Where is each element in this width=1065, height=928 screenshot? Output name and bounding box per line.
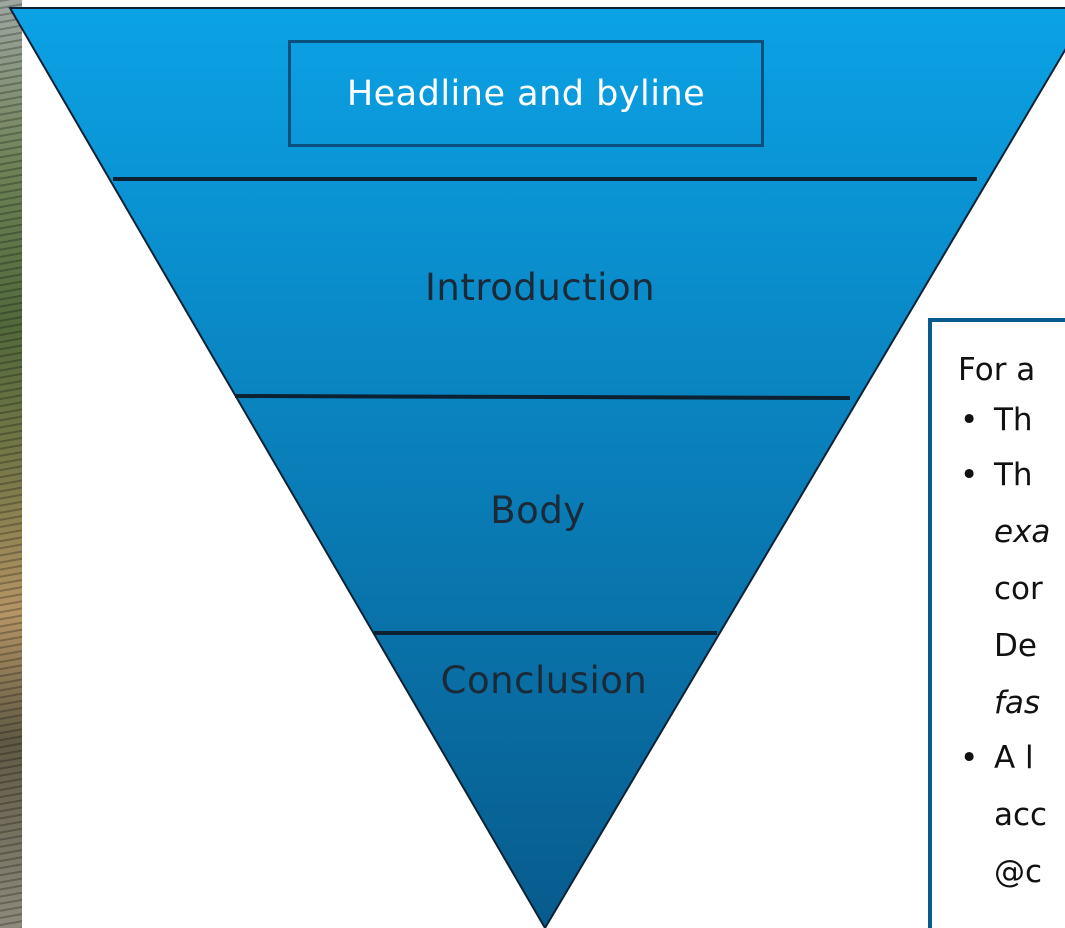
bullet-3-line-3: @c xyxy=(994,854,1043,890)
headline-byline-box: Headline and byline xyxy=(288,40,764,147)
conclusion-label: Conclusion xyxy=(440,659,648,702)
bullet-marker-2: • xyxy=(960,457,979,493)
headline-byline-label: Headline and byline xyxy=(346,73,706,114)
info-panel: For a • Th • Th exa cor De fas • A l acc… xyxy=(928,318,1065,928)
bullet-2-line-5: fas xyxy=(994,685,1041,721)
pyramid-shape xyxy=(8,7,1065,928)
bullet-1-line-1: Th xyxy=(994,402,1033,438)
bullet-marker-1: • xyxy=(960,402,979,438)
body-label: Body xyxy=(490,489,586,532)
bullet-marker-3: • xyxy=(960,740,979,776)
bullet-2-line-1: Th xyxy=(994,457,1033,493)
introduction-label: Introduction xyxy=(424,266,656,309)
divider-introduction-body xyxy=(234,394,851,400)
bullet-3-line-1: A l xyxy=(994,740,1034,776)
info-panel-intro: For a xyxy=(958,352,1036,388)
bullet-3-line-2: acc xyxy=(994,797,1048,833)
background-photo-strip xyxy=(0,0,22,928)
bullet-2-line-3: cor xyxy=(994,571,1043,607)
bullet-2-line-4: De xyxy=(994,628,1037,664)
bullet-2-line-2: exa xyxy=(994,514,1051,550)
